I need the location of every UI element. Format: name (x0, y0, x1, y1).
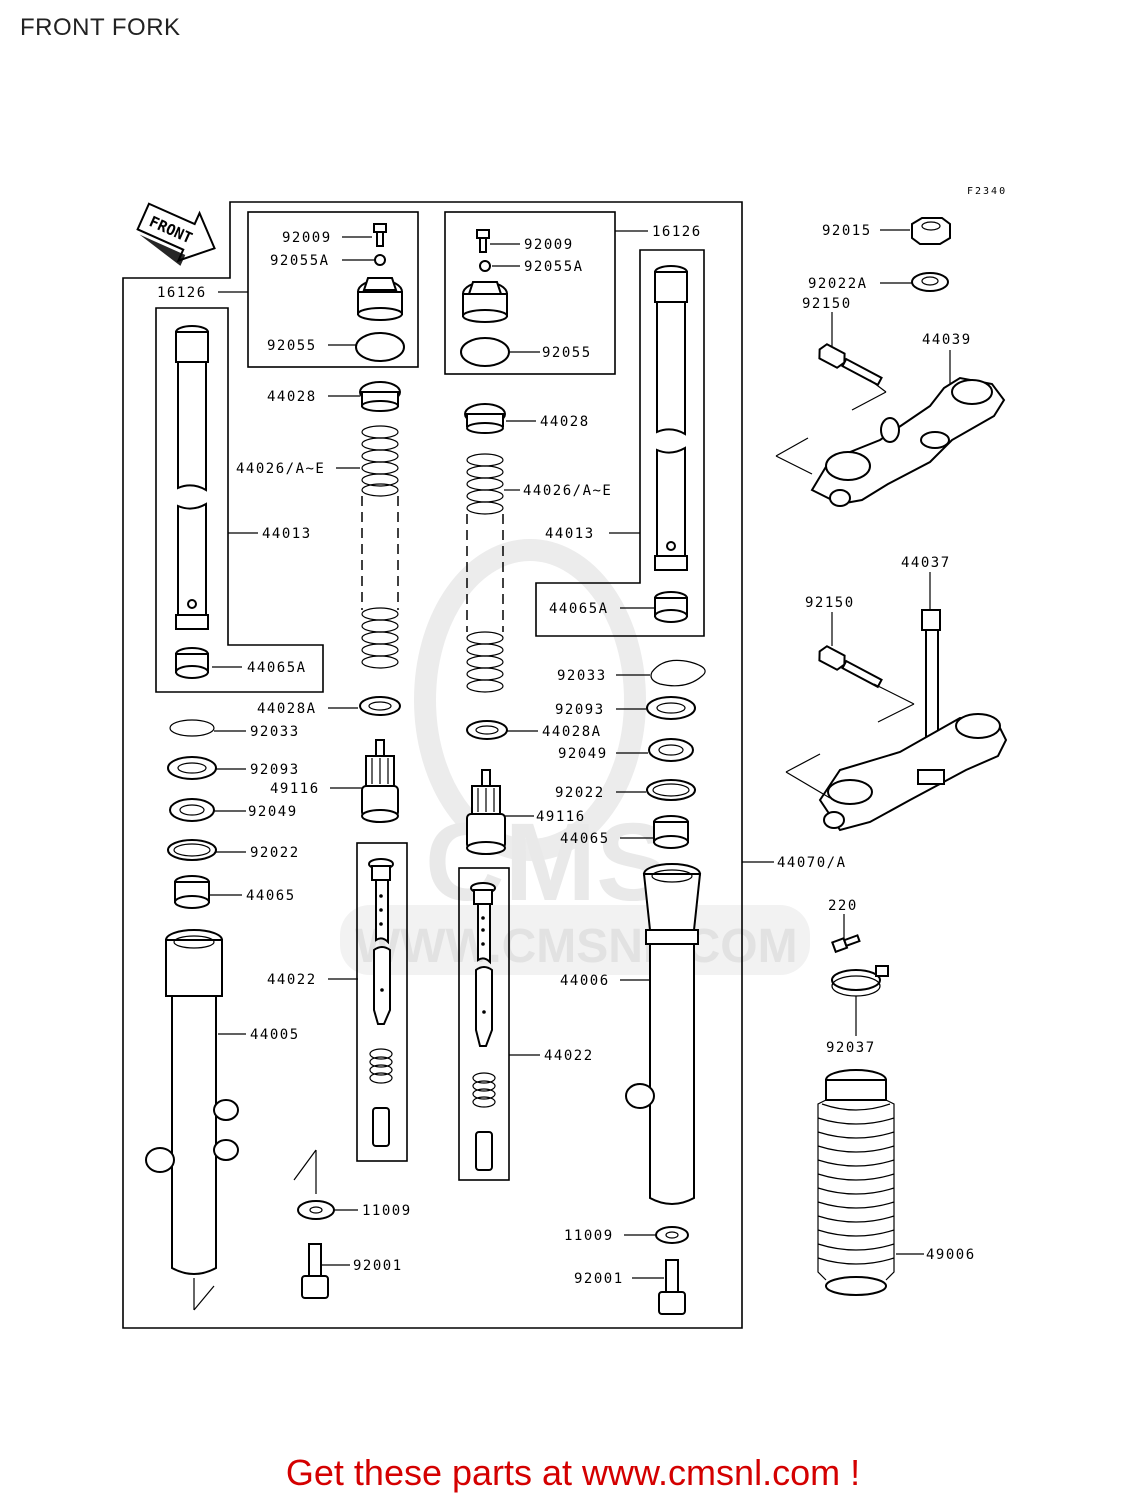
watermark-logo-text: CMS (425, 801, 669, 924)
left-damper-box (356, 842, 408, 1162)
part-label: 11009 (362, 1203, 412, 1219)
part-label: 92150 (805, 595, 855, 611)
left-fork-parts (145, 223, 405, 1311)
part-label: 44026/A~E (523, 483, 612, 499)
part-label: 44065A (549, 601, 609, 617)
right-cap-box (444, 211, 616, 375)
part-label: 44065 (246, 888, 296, 904)
part-labels: 92009 92055A 92055 16126 92009 92055A 92… (157, 223, 976, 1287)
part-label: 92009 (524, 237, 574, 253)
part-label: 92001 (353, 1258, 403, 1274)
part-label: 92033 (557, 668, 607, 684)
part-label: 92150 (802, 296, 852, 312)
part-label: 92033 (250, 724, 300, 740)
part-label: 44005 (250, 1027, 300, 1043)
part-label: 220 (828, 898, 858, 914)
part-label: 44028 (267, 389, 317, 405)
left-cap-box (247, 211, 419, 368)
part-label: 44028 (540, 414, 590, 430)
page-title: FRONT FORK (20, 14, 181, 41)
part-label: 92022 (250, 845, 300, 861)
watermark-url-text: WWW.CMSNL.COM (355, 920, 798, 973)
part-label: 44026/A~E (236, 461, 325, 477)
part-label: 92049 (558, 746, 608, 762)
part-label: 44022 (544, 1048, 594, 1064)
left-inner-tube-box (155, 307, 324, 693)
part-label: 44070/A (777, 855, 847, 871)
right-inner-tube-box (535, 249, 705, 637)
part-label: 92022 (555, 785, 605, 801)
assembly-outline (122, 201, 743, 1329)
part-label: 44006 (560, 973, 610, 989)
part-label: 92015 (822, 223, 872, 239)
part-label: 92055A (524, 259, 584, 275)
part-label: 92055 (267, 338, 317, 354)
part-label: 11009 (564, 1228, 614, 1244)
front-arrow-icon: FRONT (136, 202, 216, 266)
steering-parts (775, 217, 1008, 1296)
part-label: 44065 (560, 831, 610, 847)
part-label: 44013 (545, 526, 595, 542)
part-label: 16126 (157, 285, 207, 301)
part-label: 92049 (248, 804, 298, 820)
part-label: 44028A (542, 724, 602, 740)
part-label: 92001 (574, 1271, 624, 1287)
part-label: 92093 (555, 702, 605, 718)
right-fork-parts (460, 229, 706, 1315)
part-label: 16126 (652, 224, 702, 240)
part-label: 44022 (267, 972, 317, 988)
part-label: 49116 (270, 781, 320, 797)
right-damper-box (458, 867, 510, 1181)
part-label: 92009 (282, 230, 332, 246)
part-label: 49006 (926, 1247, 976, 1263)
part-label: 44013 (262, 526, 312, 542)
part-label: 92037 (826, 1040, 876, 1056)
footer-link[interactable]: Get these parts at www.cmsnl.com ! (285, 1452, 861, 1493)
figure-code: F2340 (967, 186, 1007, 197)
leader-lines (210, 229, 951, 1279)
part-label: 92055 (542, 345, 592, 361)
part-label: 44065A (247, 660, 307, 676)
part-label: 92055A (270, 253, 330, 269)
part-label: 44039 (922, 332, 972, 348)
part-label: 49116 (536, 809, 586, 825)
part-label: 92093 (250, 762, 300, 778)
part-label: 44028A (257, 701, 317, 717)
part-label: 92022A (808, 276, 868, 292)
part-label: 44037 (901, 555, 951, 571)
